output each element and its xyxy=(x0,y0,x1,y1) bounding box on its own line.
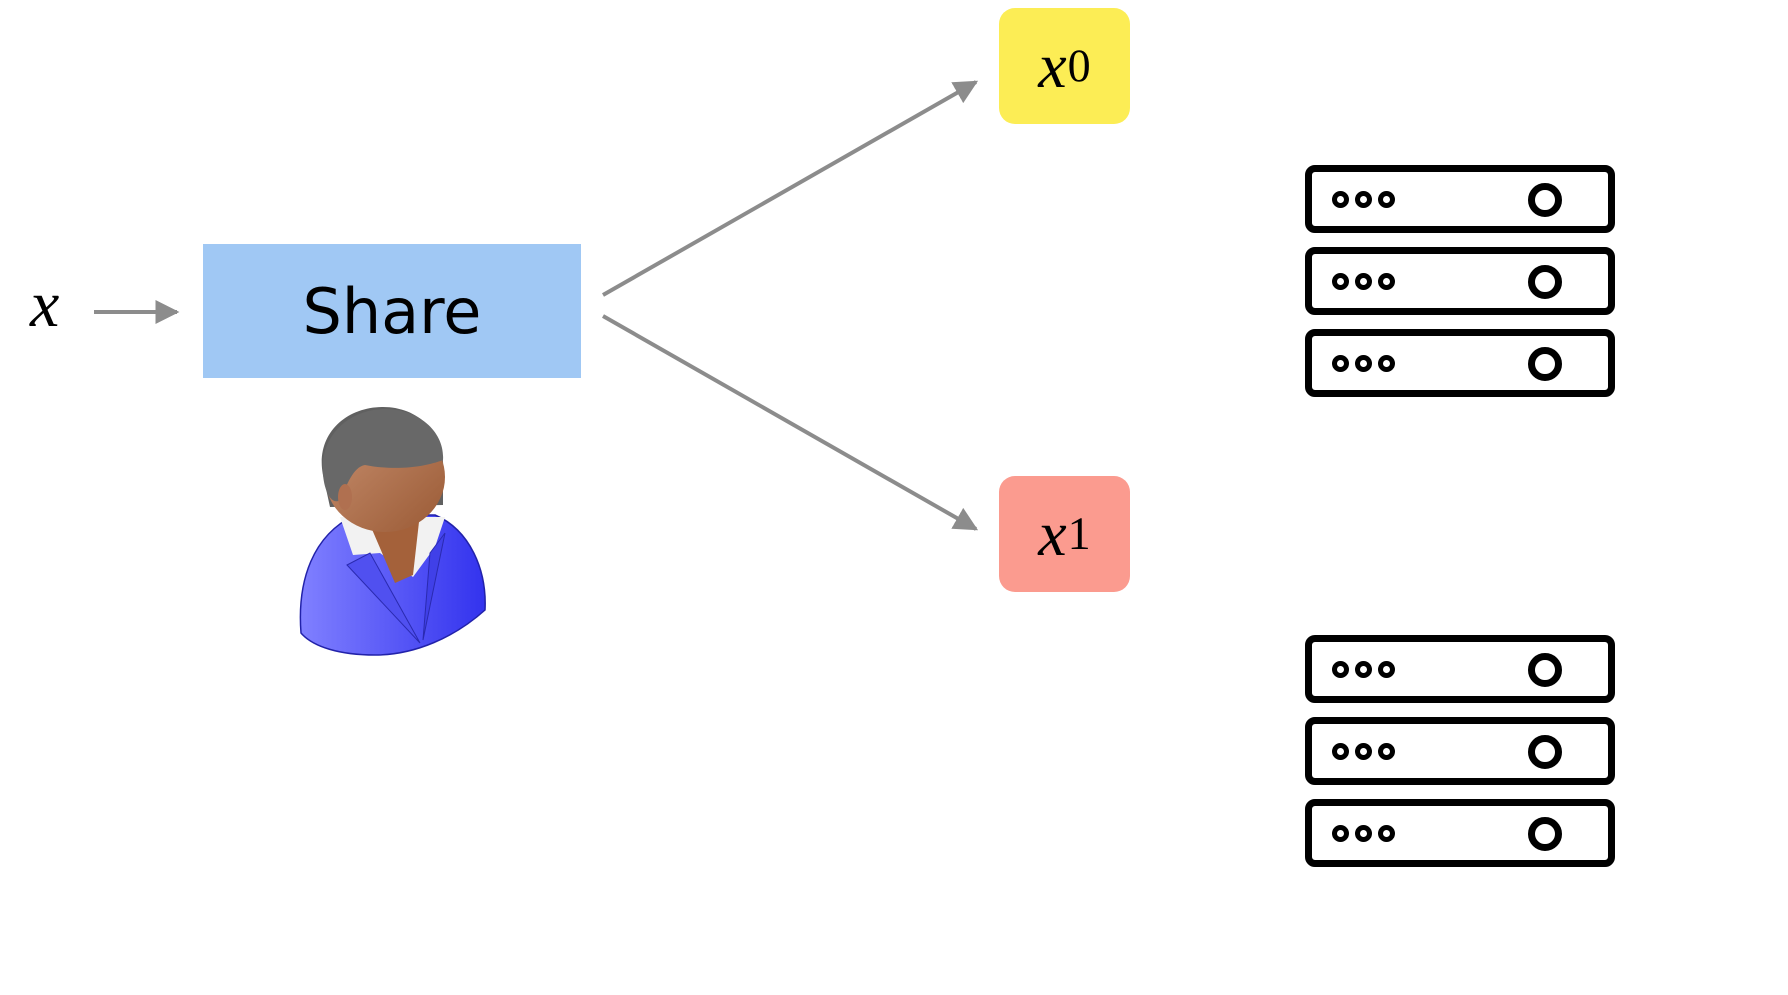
server-unit xyxy=(1305,799,1615,867)
input-variable: x xyxy=(30,272,59,338)
server-unit xyxy=(1305,329,1615,397)
input-variable-label: x xyxy=(30,268,60,341)
arrow-to-x1 xyxy=(602,314,979,531)
share-x0-subscript: 0 xyxy=(1067,39,1091,91)
user-avatar-icon xyxy=(299,407,486,656)
server-unit xyxy=(1305,247,1615,315)
arrow-to-x0 xyxy=(602,80,979,297)
share-x1-base: x xyxy=(1038,498,1067,569)
share-label: Share xyxy=(302,274,482,348)
server-unit xyxy=(1305,635,1615,703)
share-x0-base: x xyxy=(1038,30,1067,101)
server-unit xyxy=(1305,165,1615,233)
share-box: Share xyxy=(203,244,581,378)
share-x1-subscript: 1 xyxy=(1067,507,1091,559)
server-unit xyxy=(1305,717,1615,785)
